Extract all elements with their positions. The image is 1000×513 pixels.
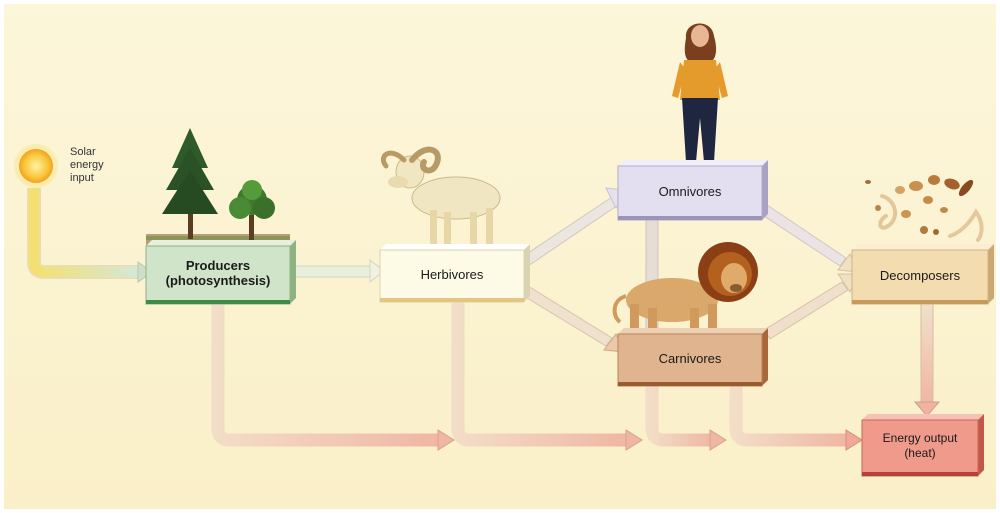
box-carnivores [617,328,768,387]
sun-icon [14,144,58,188]
woman-icon [672,23,728,162]
lion-icon [612,242,758,332]
arrow-carnivores-right-to-heat [729,386,863,451]
arrow-solar-to-producers [27,188,153,283]
ram-icon [380,146,501,246]
trees-icon [146,128,290,246]
box-omnivores [617,160,768,221]
carnivores-label: Carnivores [658,350,722,366]
producers-label: Producers (photosynthesis) [165,258,271,288]
arrow-decomposers-to-energy-output [913,303,941,417]
box-energy-output [861,414,984,477]
decomposer-organisms-icon [865,175,984,242]
arrow-producers-to-heat [211,302,455,451]
box-decomposers [851,244,994,305]
omnivores-label: Omnivores [658,183,722,199]
herbivores-label: Herbivores [420,266,484,282]
arrow-herbivores-to-heat [451,302,643,451]
energy-output-label: Energy output (heat) [882,431,958,460]
box-herbivores [379,244,530,303]
decomposers-label: Decomposers [879,267,961,283]
solar-energy-input-label: Solar energy input [70,146,104,184]
arrow-carnivores-left-to-heat [645,386,727,451]
arrow-producers-to-herbivores [291,258,385,284]
box-producers [145,240,296,305]
